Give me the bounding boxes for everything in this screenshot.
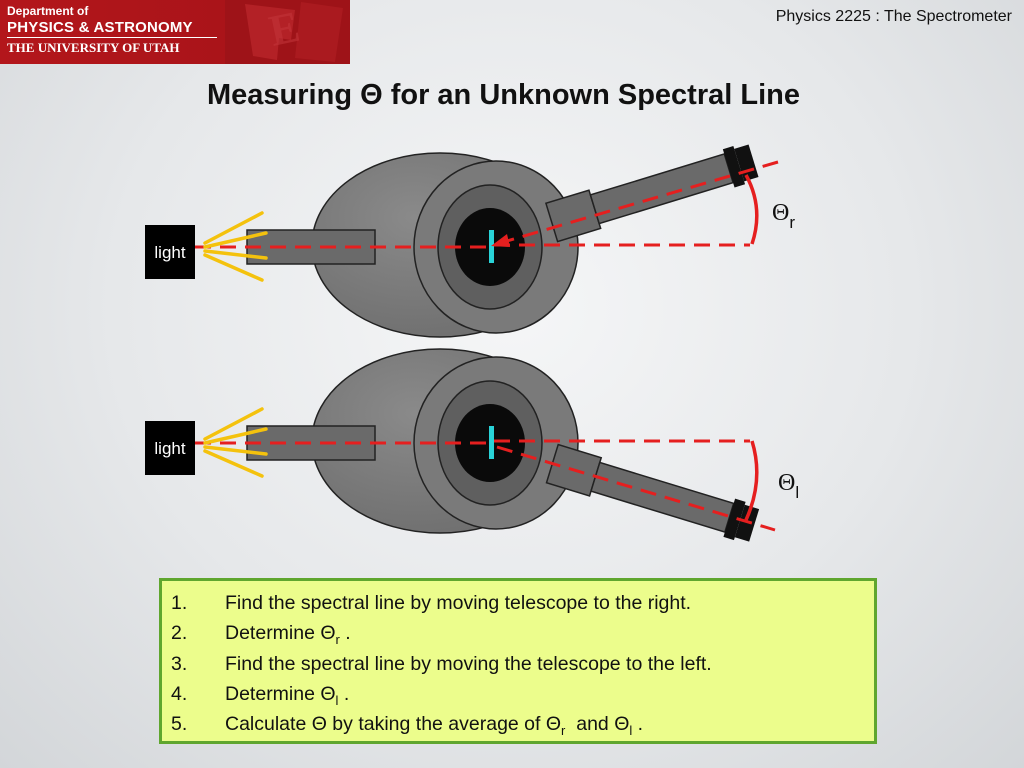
step-text: Find the spectral line by moving telesco…: [225, 592, 692, 614]
telescope-tube: [589, 153, 735, 225]
light-rays: [203, 211, 268, 282]
step-text: Determine Θr .: [225, 622, 351, 647]
telescope-eyepiece-cap: [734, 144, 759, 182]
telescope-eyepiece: [723, 498, 746, 541]
course-title: Physics 2225 : The Spectrometer: [775, 8, 1012, 25]
step-number: 1.: [171, 592, 188, 614]
theta-symbol: Θ: [320, 622, 336, 644]
telescope-top: [544, 144, 759, 243]
beam-arrowhead: [491, 234, 510, 247]
theta-symbol: Θ: [320, 683, 336, 705]
grating: [489, 426, 494, 459]
page-title-text: Measuring Θ for an Unknown Spectral Line: [207, 79, 800, 111]
angle-label-l: Θl: [778, 470, 799, 502]
step-number: 3.: [171, 653, 188, 675]
angle-symbol: Θ: [772, 200, 789, 226]
angle-symbol: Θ: [778, 470, 795, 496]
light-rays: [203, 407, 268, 478]
theta-symbol: Θ: [311, 713, 327, 735]
logo-university-text: THE UNIVERSITY OF UTAH: [7, 40, 180, 55]
light-source-box: [145, 421, 195, 475]
grating: [489, 230, 494, 263]
telescope-tube: [590, 461, 735, 534]
spectrometer-bottom: light Θl: [145, 348, 799, 542]
step-number: 2.: [171, 622, 188, 644]
theta-symbol: Θ: [614, 713, 630, 735]
logo-rule: [7, 37, 217, 38]
light-label: light: [154, 243, 185, 262]
logo-department-text: Department of: [7, 4, 89, 18]
light-source-box: [145, 225, 195, 279]
angle-label-r: Θr: [772, 200, 795, 232]
university-emblem-icon: E: [225, 0, 350, 64]
angle-subscript: r: [789, 213, 795, 232]
theta-symbol: Θ: [545, 713, 562, 735]
angle-arc: [744, 174, 759, 245]
step-number: 4.: [171, 683, 188, 705]
step-text: Find the spectral line by moving the tel…: [225, 653, 712, 675]
spectrometer-top: light Θr: [145, 144, 795, 338]
page-title: Measuring Θ for an Unknown Spectral Line: [0, 79, 1007, 112]
light-label: light: [154, 439, 185, 458]
angle-arc: [744, 440, 759, 521]
logo-physics-text: PHYSICS & ASTRONOMY: [7, 19, 193, 36]
step-text: Calculate Θ by taking the average of Θr …: [225, 713, 644, 738]
step-number: 5.: [171, 713, 188, 735]
angle-subscript: l: [795, 483, 799, 502]
step-text: Determine Θl .: [225, 683, 350, 708]
telescope-eyepiece: [722, 145, 746, 188]
department-logo: Department of PHYSICS & ASTRONOMY THE UN…: [0, 0, 350, 64]
instructions-box: 1. Find the spectral line by moving tele…: [159, 578, 877, 744]
